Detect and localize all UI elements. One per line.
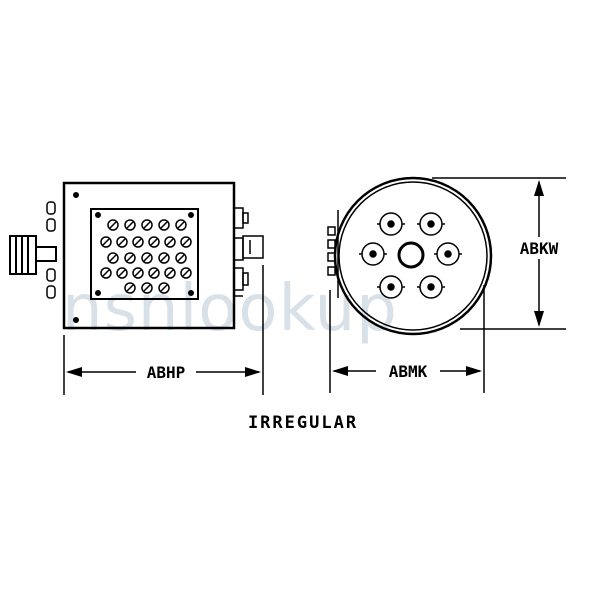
knob xyxy=(9,235,57,275)
center-shaft xyxy=(397,241,425,269)
watermark: nsnlookup xyxy=(62,272,398,346)
side-connectors xyxy=(233,207,264,297)
dimension-label-abmk: ABMK xyxy=(389,362,428,381)
front-view-body xyxy=(333,176,493,336)
connector-bottom-right xyxy=(417,275,445,299)
front-edge-tabs xyxy=(327,210,339,298)
terminal-plate xyxy=(90,208,199,300)
dimension-label-abkw: ABKW xyxy=(520,239,559,258)
left-edge-tabs xyxy=(46,201,56,299)
connector-mid-left xyxy=(359,242,387,266)
caption: IRREGULAR xyxy=(248,413,358,433)
connector-top-left xyxy=(377,212,405,236)
front-view xyxy=(327,176,566,393)
connector-bottom-left xyxy=(377,275,405,299)
connectors xyxy=(359,212,462,299)
side-view xyxy=(9,181,264,395)
connector-mid-right xyxy=(434,242,462,266)
dimension-label-abhp: ABHP xyxy=(147,363,186,382)
connector-top-right xyxy=(417,212,445,236)
terminal-screws xyxy=(100,219,192,294)
